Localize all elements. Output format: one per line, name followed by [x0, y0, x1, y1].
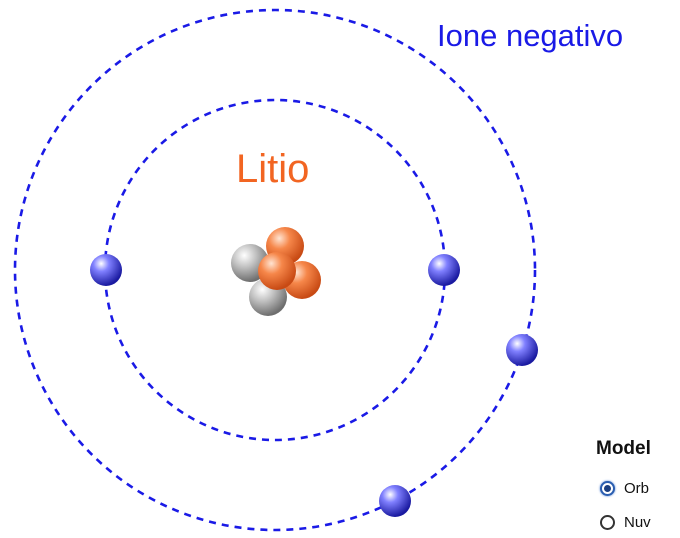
proton: [258, 252, 296, 290]
model-title: Model: [596, 438, 651, 459]
radio-unchecked-icon[interactable]: [600, 514, 615, 530]
ion-label: Ione negativo: [437, 18, 624, 53]
radio-checked-icon[interactable]: [600, 480, 615, 496]
model-option-label: Orb: [624, 479, 650, 497]
model-panel: Model Orb Nuv: [596, 438, 680, 538]
electron: [90, 254, 122, 286]
model-option-orb[interactable]: Orb: [600, 478, 649, 498]
electron: [379, 485, 411, 517]
electron: [428, 254, 460, 286]
electron: [506, 334, 538, 366]
outer-orbit: [13, 8, 537, 532]
element-label: Litio: [236, 147, 310, 191]
model-option-label: Nuv: [624, 513, 651, 531]
model-option-nuv[interactable]: Nuv: [600, 512, 651, 532]
nucleus: [231, 227, 321, 316]
